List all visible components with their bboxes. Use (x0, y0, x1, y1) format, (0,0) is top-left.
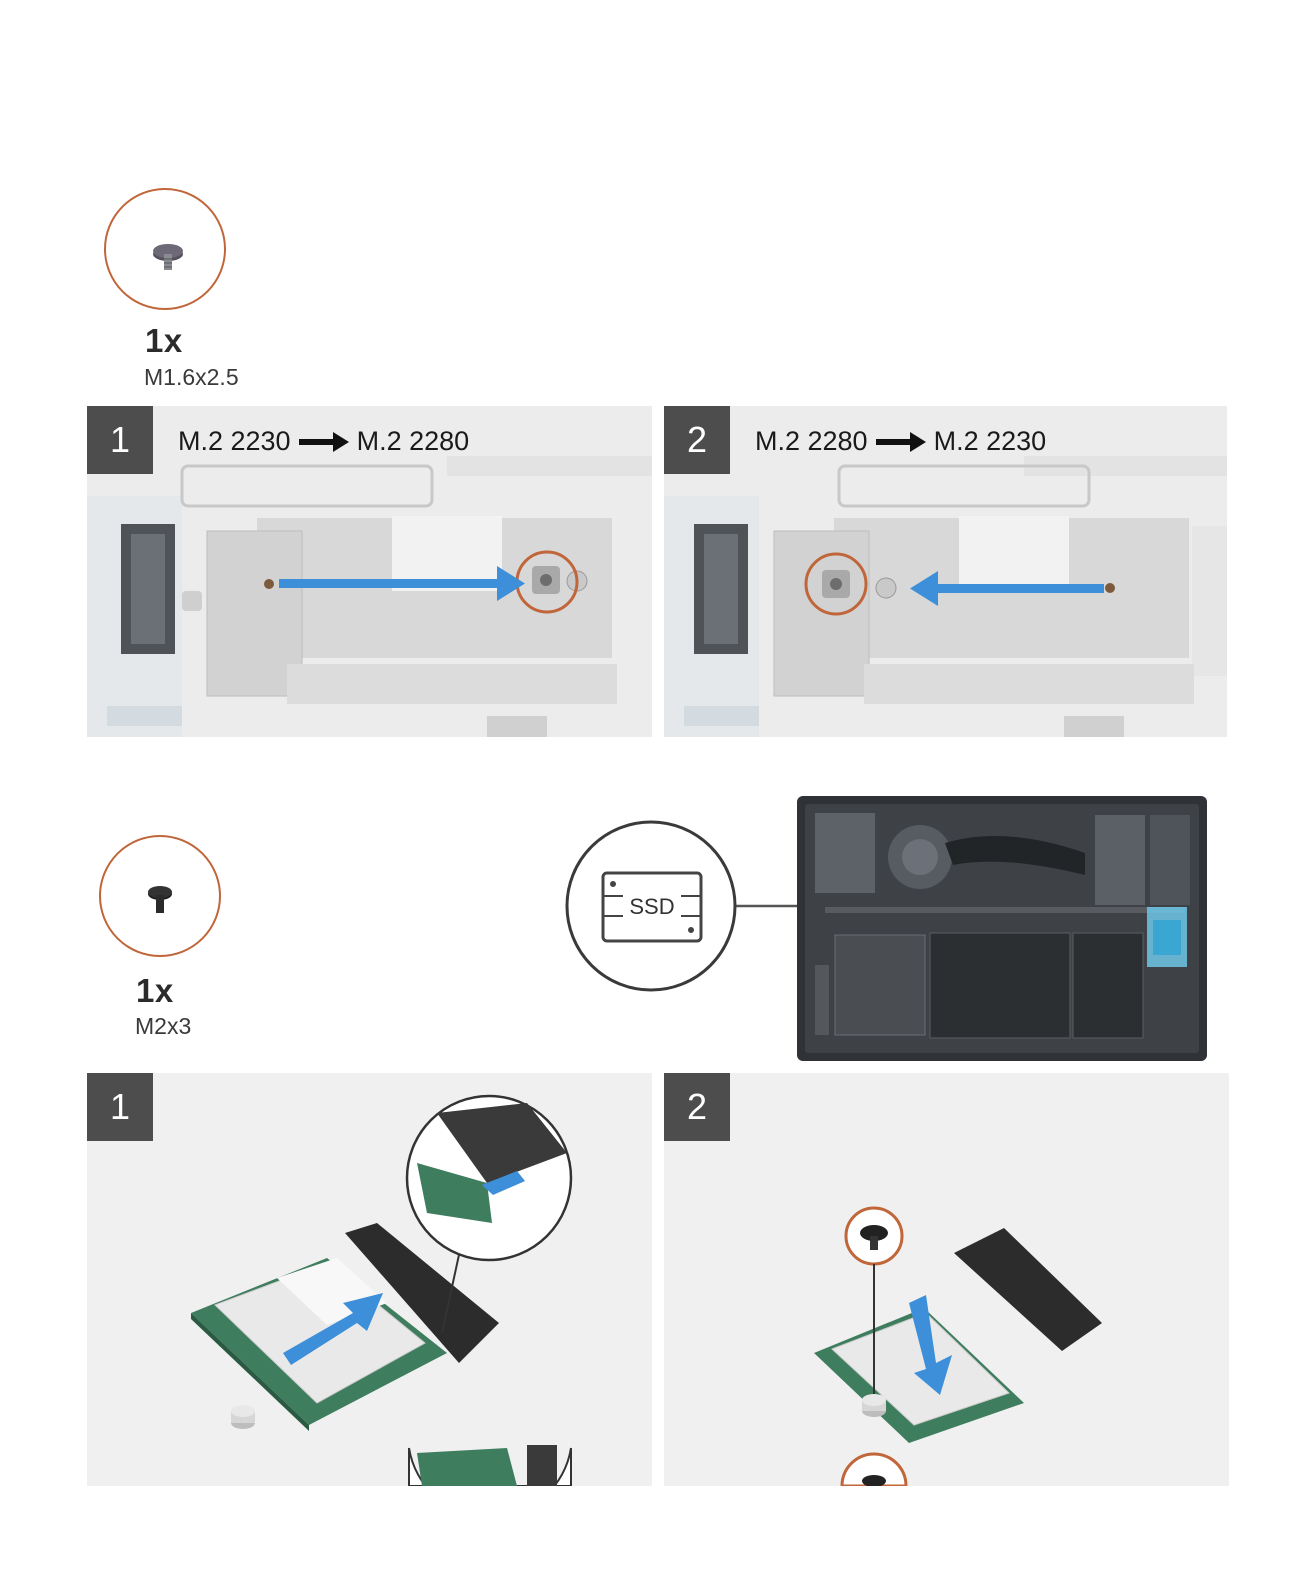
arrow-right-icon (875, 431, 926, 452)
step-number-badge: 2 (664, 1073, 730, 1141)
step-title: M.2 2230 M.2 2280 (178, 426, 469, 457)
step-panel-top-1: 1 M.2 2230 M.2 2280 (87, 406, 652, 737)
step-panel-top-2: 2 M.2 2280 M.2 2230 (664, 406, 1227, 737)
screw-callout-ring-top (104, 188, 226, 310)
screw-quantity-bottom: 1x (136, 972, 174, 1009)
screw-icon (148, 886, 172, 913)
ssd-label: SSD (629, 894, 674, 919)
ssd-secure-illustration (664, 1073, 1229, 1486)
step-title: M.2 2280 M.2 2230 (755, 426, 1046, 457)
step-number-badge: 1 (87, 406, 153, 474)
form-factor-to: M.2 2280 (356, 426, 470, 456)
screw-callout-ring-bottom (99, 835, 221, 957)
arrow-right-icon (298, 431, 349, 452)
form-factor-from: M.2 2230 (178, 426, 291, 456)
laptop-interior-illustration (87, 406, 652, 737)
step-panel-bottom-1: 1 (87, 1073, 652, 1486)
ssd-insertion-illustration (87, 1073, 652, 1486)
step-number-badge: 1 (87, 1073, 153, 1141)
screw-size-top: M1.6x2.5 (144, 364, 239, 390)
ssd-location-diagram: SSD (565, 796, 1207, 1061)
blue-arrow-insert (283, 1293, 383, 1365)
ssd-drive-icon: SSD (601, 871, 703, 943)
step-panel-bottom-2: 2 (664, 1073, 1229, 1486)
screw-size-bottom: M2x3 (135, 1013, 192, 1039)
blue-arrow-right (279, 566, 525, 601)
laptop-base-illustration (797, 796, 1207, 1061)
blue-arrow-down (909, 1295, 952, 1395)
laptop-interior-illustration (664, 406, 1227, 737)
ssd-callout: SSD (565, 820, 737, 992)
form-factor-from: M.2 2280 (755, 426, 868, 456)
form-factor-to: M.2 2230 (933, 426, 1047, 456)
step-number-badge: 2 (664, 406, 730, 474)
blue-arrow-left (910, 571, 1104, 606)
screw-icon (153, 244, 183, 270)
screw-quantity-top: 1x (145, 322, 183, 359)
